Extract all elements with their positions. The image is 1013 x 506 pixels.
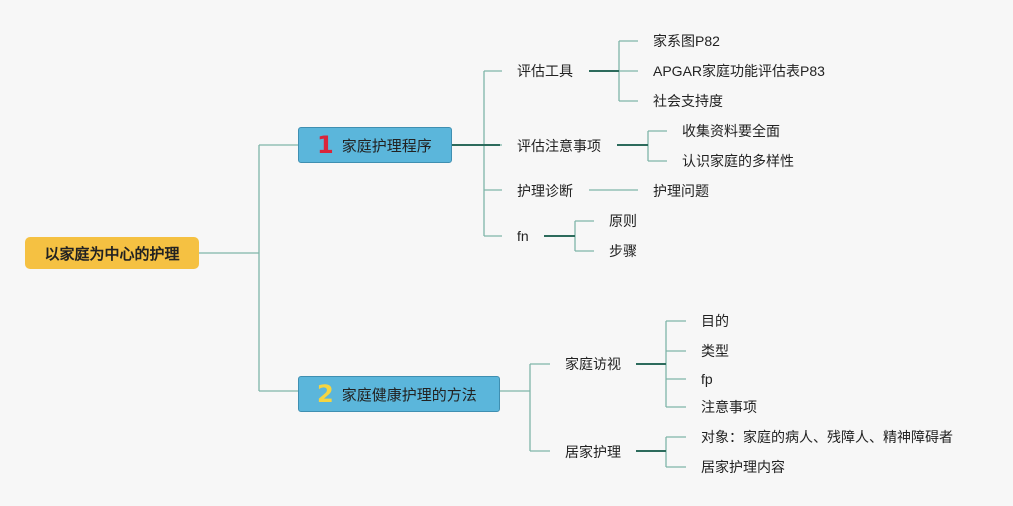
leaf-social-support[interactable]: 社会支持度 <box>653 93 723 109</box>
leaf-care-recipients[interactable]: 对象：家庭的病人、残障人、精神障碍者 <box>701 429 953 445</box>
subtopic-fn[interactable]: fn <box>517 228 529 244</box>
subtopic-assessment-tools[interactable]: 评估工具 <box>517 63 573 79</box>
root-label: 以家庭为中心的护理 <box>44 245 180 263</box>
leaf-home-care-content[interactable]: 居家护理内容 <box>701 459 785 475</box>
topic-family-nursing-process[interactable]: 1 家庭护理程序 <box>298 127 452 163</box>
leaf-collect-data[interactable]: 收集资料要全面 <box>682 123 780 139</box>
leaf-steps[interactable]: 步骤 <box>609 243 637 259</box>
subtopic-assessment-notes[interactable]: 评估注意事项 <box>517 138 601 154</box>
topic-number-badge: 1 <box>317 131 334 159</box>
leaf-family-diversity[interactable]: 认识家庭的多样性 <box>682 153 794 169</box>
leaf-purpose[interactable]: 目的 <box>701 313 729 329</box>
topic-family-health-methods[interactable]: 2 家庭健康护理的方法 <box>298 376 500 412</box>
leaf-nursing-problem[interactable]: 护理问题 <box>653 183 709 199</box>
leaf-fp[interactable]: fp <box>701 371 713 387</box>
topic-number-badge: 2 <box>317 380 334 408</box>
leaf-genogram[interactable]: 家系图P82 <box>653 33 720 49</box>
leaf-apgar[interactable]: APGAR家庭功能评估表P83 <box>653 63 825 79</box>
subtopic-home-care[interactable]: 居家护理 <box>565 444 621 460</box>
topic-label: 家庭健康护理的方法 <box>341 386 477 404</box>
leaf-precautions[interactable]: 注意事项 <box>701 399 757 415</box>
subtopic-home-visit[interactable]: 家庭访视 <box>565 356 621 372</box>
subtopic-nursing-diagnosis[interactable]: 护理诊断 <box>517 183 573 199</box>
leaf-type[interactable]: 类型 <box>701 343 729 359</box>
topic-label: 家庭护理程序 <box>341 137 432 155</box>
leaf-principle[interactable]: 原则 <box>609 213 637 229</box>
root-topic[interactable]: 以家庭为中心的护理 <box>25 237 199 269</box>
